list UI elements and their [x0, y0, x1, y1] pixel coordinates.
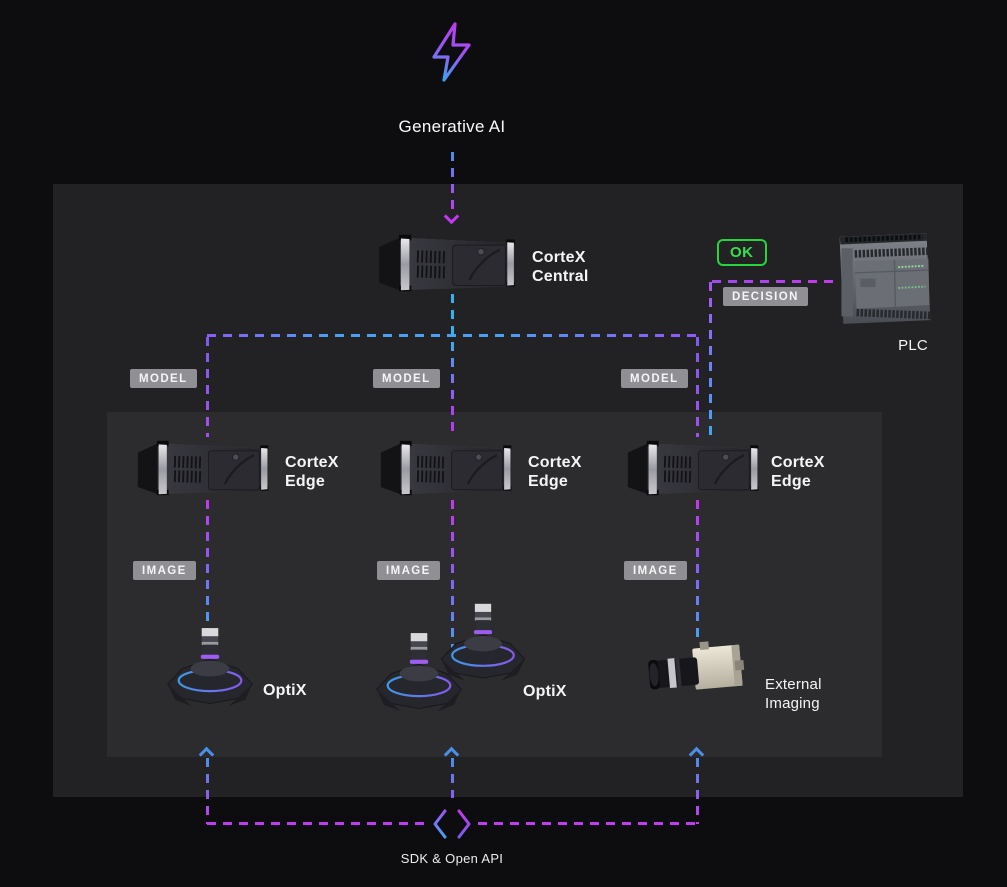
decision-badge: DECISION — [723, 287, 808, 306]
plc-label: PLC — [898, 337, 928, 354]
plc-device — [832, 226, 936, 332]
label-line: Imaging — [765, 695, 820, 712]
label-line: Edge — [528, 473, 568, 490]
label-line: Central — [532, 268, 589, 285]
cortex-edge-device-3 — [626, 437, 762, 499]
optix-device-1 — [164, 626, 256, 724]
line-image-right — [696, 500, 699, 642]
label-line: CorteX — [771, 454, 825, 471]
line-sdk-bus-left — [207, 822, 426, 825]
cortex-edge-device-1 — [136, 437, 272, 499]
line-decision-vertical — [709, 282, 712, 437]
model-badge: MODEL — [373, 369, 440, 388]
label-line: Edge — [285, 473, 325, 490]
line-model-drop-right — [696, 337, 699, 437]
line-sdk-center — [451, 758, 454, 798]
optix-label-2: OptiX — [523, 683, 567, 700]
optix-label-1: OptiX — [263, 682, 307, 699]
lightning-bolt-icon — [424, 20, 480, 84]
external-imaging-label: External Imaging — [765, 675, 822, 713]
code-brackets-icon — [432, 806, 472, 842]
line-sdk-left — [206, 758, 209, 824]
cortex-central-device — [374, 231, 522, 295]
label-line: Edge — [771, 473, 811, 490]
cortex-central-label: CorteX Central — [532, 248, 589, 286]
sdk-open-api-label: SDK & Open API — [400, 851, 504, 866]
image-badge: IMAGE — [133, 561, 196, 580]
line-image-center — [451, 500, 454, 660]
label-line: External — [765, 676, 822, 693]
label-line: CorteX — [532, 249, 586, 266]
image-badge: IMAGE — [377, 561, 440, 580]
generative-ai-label: Generative AI — [398, 117, 506, 136]
cortex-edge-label-1: CorteX Edge — [285, 453, 339, 491]
ok-status-badge: OK — [717, 239, 767, 266]
line-model-drop-left — [206, 337, 209, 437]
line-sdk-right — [696, 758, 699, 824]
model-badge: MODEL — [621, 369, 688, 388]
image-badge: IMAGE — [624, 561, 687, 580]
cortex-edge-label-3: CorteX Edge — [771, 453, 825, 491]
cortex-edge-device-2 — [379, 437, 515, 499]
line-central-to-edge — [451, 294, 454, 437]
line-sdk-bus-right — [478, 822, 697, 825]
line-image-left — [206, 500, 209, 632]
cortex-edge-label-2: CorteX Edge — [528, 453, 582, 491]
label-line: CorteX — [528, 454, 582, 471]
line-generative-to-central — [451, 152, 454, 214]
model-badge: MODEL — [130, 369, 197, 388]
line-decision-to-plc — [712, 280, 836, 283]
label-line: CorteX — [285, 454, 339, 471]
optix-device-2-front — [373, 630, 465, 730]
external-imaging-camera — [645, 640, 747, 702]
